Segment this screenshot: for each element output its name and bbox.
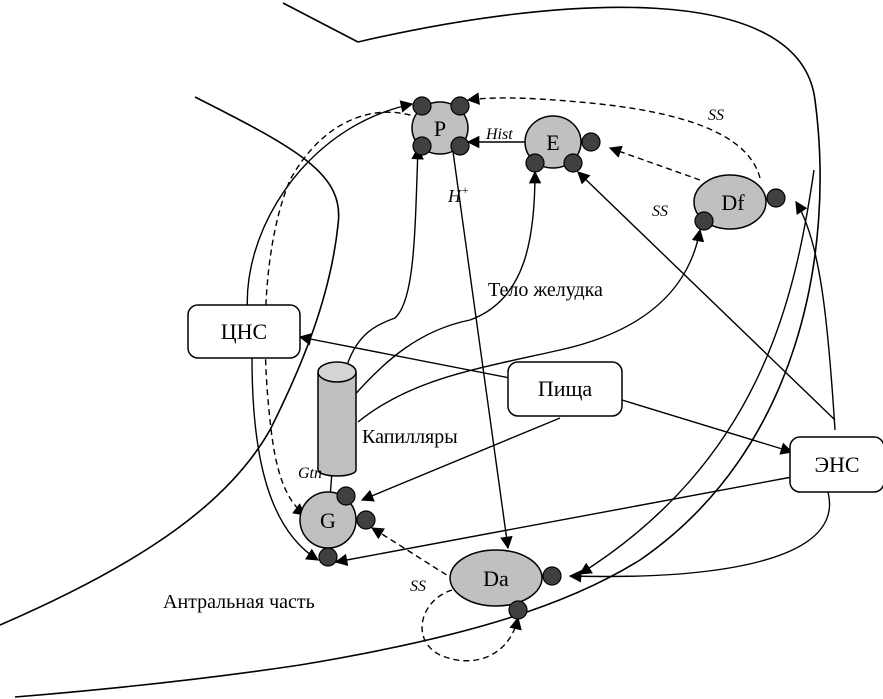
ens-box: ЭНС — [789, 436, 883, 493]
capillaries-label: Капилляры — [362, 426, 458, 448]
path-food-to-g — [360, 417, 561, 502]
cell-g: G — [299, 486, 376, 567]
cns-box: ЦНС — [187, 304, 301, 359]
path-ens-to-df — [795, 200, 836, 431]
stomach-outer-wall — [14, 6, 821, 698]
cell-df-receptor — [766, 188, 786, 208]
ss-top-label: SS — [708, 107, 724, 124]
body-region-label: Тело желудка — [488, 279, 603, 301]
cell-e-label: E — [546, 130, 559, 155]
path-cns-to-p — [246, 100, 414, 359]
cell-df-receptor — [694, 211, 714, 231]
path-food-to-ens — [621, 399, 794, 455]
cell-g-receptor — [356, 510, 376, 530]
path-p-h-plus-to-da — [449, 129, 513, 550]
path-ens-to-g — [334, 476, 793, 567]
cell-p: P — [411, 96, 470, 156]
path-cns-to-g-antrum — [251, 357, 320, 561]
path-food-to-cns — [298, 332, 511, 379]
hist-label: Hist — [485, 126, 513, 143]
capillary-cylinder — [317, 361, 357, 477]
cns-box-rect — [187, 304, 301, 359]
cell-e: E — [524, 115, 601, 173]
path-ens-to-da — [568, 491, 831, 583]
ens-box-rect — [789, 436, 883, 493]
cns-label: ЦНС — [221, 319, 267, 344]
path-p-to-g-ss — [264, 111, 421, 516]
path-da-loop-ss — [421, 589, 522, 662]
cell-e-receptor — [563, 153, 583, 173]
connections — [246, 92, 836, 662]
ss-da-label: SS — [410, 578, 426, 595]
cell-da-receptor — [542, 566, 562, 586]
stomach-inner-wall — [0, 96, 340, 626]
cell-p-label: P — [434, 116, 446, 141]
cell-p-receptor — [412, 136, 432, 156]
cell-df: Df — [693, 174, 786, 231]
stomach-outline — [0, 2, 821, 698]
cell-da: Da — [449, 549, 562, 620]
path-capillary-to-e — [351, 170, 542, 399]
cell-g-receptor — [318, 547, 338, 567]
food-box-rect — [507, 361, 623, 417]
h-plus-label: H+ — [447, 183, 469, 206]
path-capillary-to-p — [344, 146, 424, 373]
path-capillary-to-df — [357, 228, 705, 423]
cell-df-label: Df — [721, 190, 745, 215]
cell-g-receptor — [336, 486, 356, 506]
cell-da-receptor — [508, 600, 528, 620]
food-label: Пища — [538, 376, 593, 401]
path-da-to-g-ss — [370, 527, 456, 581]
ss-df-label: SS — [652, 203, 668, 220]
capillary-side — [317, 372, 357, 477]
stomach-top-edge — [282, 2, 359, 43]
path-outer-to-da — [578, 169, 815, 575]
antrum-region-label: Антральная часть — [163, 591, 315, 613]
gtn-label: Gtn — [298, 465, 322, 482]
food-box: Пища — [507, 361, 623, 417]
path-df-to-p-ss — [466, 92, 761, 179]
path-df-to-e-ss — [608, 145, 701, 181]
cell-e-receptor — [525, 153, 545, 173]
cell-p-receptor — [450, 136, 470, 156]
cell-p-receptor — [412, 96, 432, 116]
cell-p-receptor — [450, 96, 470, 116]
cell-df-body — [693, 174, 767, 230]
cell-e-receptor — [581, 132, 601, 152]
capillary-top — [317, 361, 357, 383]
cell-g-label: G — [320, 508, 336, 533]
cell-da-body — [449, 549, 543, 607]
path-ens-to-e — [577, 171, 836, 421]
ens-label: ЭНС — [814, 452, 859, 477]
cell-da-label: Da — [483, 566, 509, 591]
